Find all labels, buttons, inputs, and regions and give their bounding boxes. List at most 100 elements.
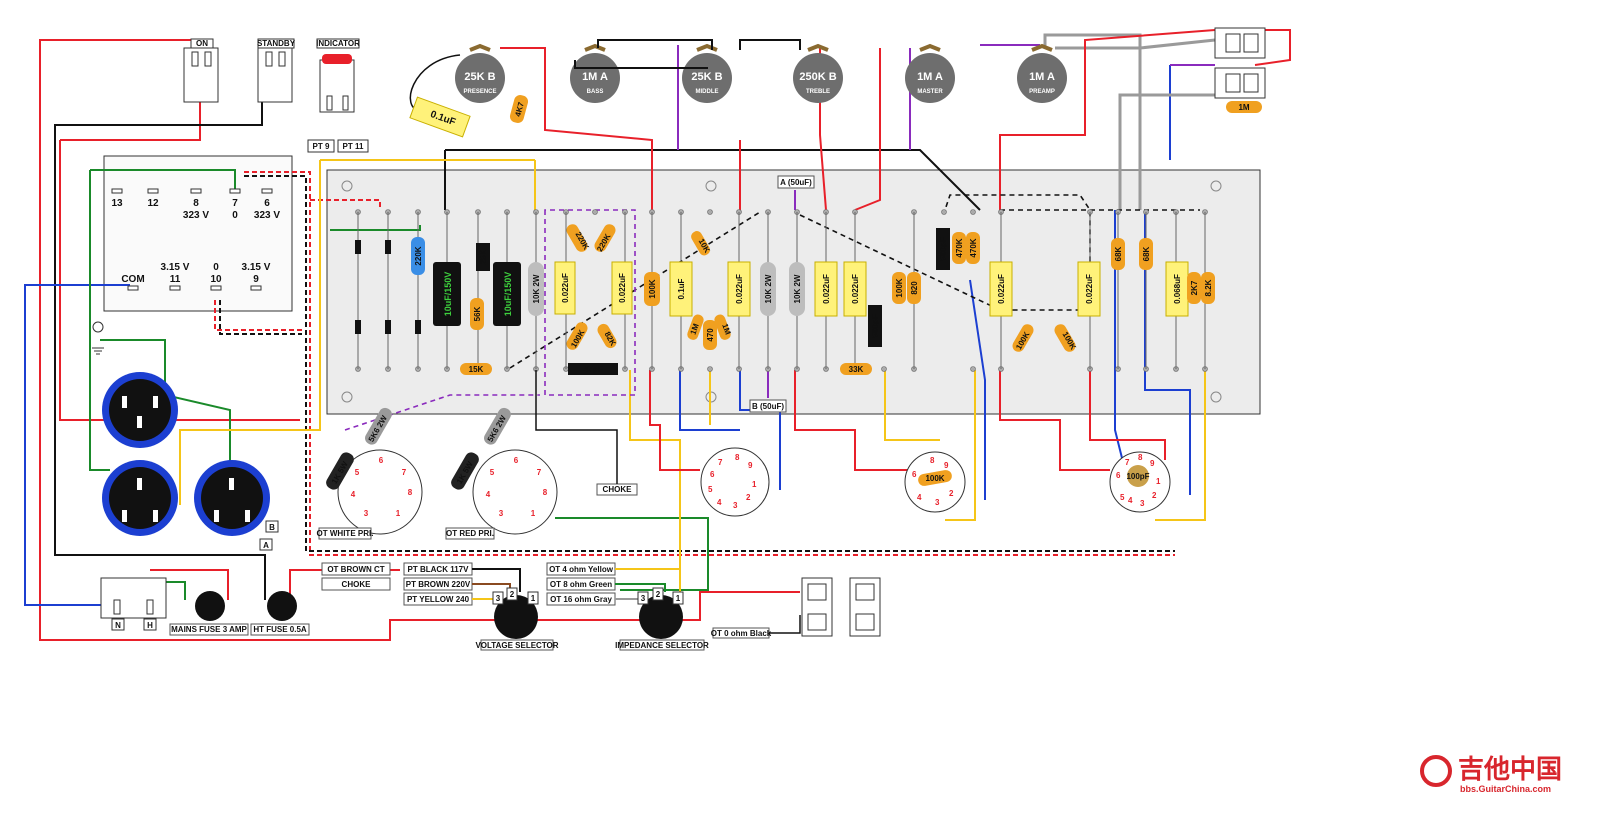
pot-middle-value: 25K B: [691, 71, 722, 83]
label-choke: CHOKE: [603, 485, 633, 494]
svg-text:3: 3: [935, 498, 940, 507]
cap-500pf-b: 500pF: [936, 228, 950, 270]
tap-com: COM: [121, 274, 144, 285]
svg-text:4: 4: [917, 493, 922, 502]
tap-7-voltage: 0: [232, 210, 238, 221]
res-4k7: 4K7: [509, 95, 529, 123]
heater-wires: [214, 171, 1175, 556]
watermark-logo: 吉他中国 bbs.GuitarChina.com: [1420, 755, 1562, 794]
isel-3: 3: [641, 594, 646, 603]
switch-on-label: ON: [196, 39, 208, 48]
pot-bass[interactable]: 1M A BASS: [570, 43, 620, 103]
switch-standby[interactable]: STANDBY: [257, 38, 296, 103]
cap-500pf-a: 500pF: [868, 305, 882, 347]
label-ot0: OT 0 ohm Black: [711, 629, 772, 638]
filter-cap-labels: A (50uF) B (50uF): [749, 175, 815, 413]
pot-treble[interactable]: 250K B TREBLE: [793, 43, 843, 103]
tap-12: 12: [147, 198, 159, 209]
res-2k7-label: 2K7: [1190, 280, 1199, 295]
res-10k-2w-c-label: 10K 2W: [793, 274, 802, 303]
res-470k-b-label: 470K: [969, 238, 978, 257]
iec-inlet[interactable]: N H: [100, 577, 167, 631]
impedance-selector[interactable]: 3 2 1 IMPEDANCE SELECTOR: [615, 587, 709, 651]
cap-0022-b-label: 0.022uF: [618, 273, 627, 303]
svg-text:7: 7: [402, 468, 407, 477]
res-820-label: 820: [910, 281, 919, 295]
res-10k-2w-c: 10K 2W: [789, 262, 805, 316]
svg-text:4: 4: [486, 490, 491, 499]
svg-text:1: 1: [752, 480, 757, 489]
cap-0022-d-label: 0.022uF: [822, 274, 831, 304]
tap-6: 6: [264, 198, 270, 209]
res-82k-b-label: 8.2K: [1204, 279, 1213, 296]
speaker-jacks[interactable]: OT 0 ohm Black: [711, 577, 881, 639]
label-ot-white: OT WHITE PRI.: [317, 529, 374, 538]
res-68k-a-label: 68K: [1114, 246, 1123, 261]
res-10k-2w-b: 10K 2W: [760, 262, 776, 316]
pot-middle-name: MIDDLE: [696, 89, 719, 95]
svg-text:8: 8: [408, 488, 413, 497]
pot-presence[interactable]: 25K B PRESENCE: [455, 43, 505, 103]
label-pt-black: PT BLACK 117V: [408, 565, 470, 574]
svg-text:4: 4: [1128, 496, 1133, 505]
res-4k7-label: 4K7: [513, 101, 526, 118]
cap-47pf-label: 47pF: [584, 365, 603, 374]
res-100k-b-label: 100K: [648, 279, 657, 298]
cap-0022-d: 0.022uF: [814, 261, 838, 317]
cap-10uf-b: 10uF/150V: [493, 262, 521, 326]
socket-labels: OT WHITE PRI. OT RED PRI. CHOKE: [317, 483, 638, 540]
ct-labels: OT BROWN CT CHOKE: [321, 562, 391, 591]
svg-text:7: 7: [537, 468, 542, 477]
tap-6-voltage: 323 V: [254, 210, 280, 221]
ht-fuse[interactable]: HT FUSE 0.5A: [250, 591, 310, 636]
label-choke-2: CHOKE: [342, 580, 372, 589]
cap-b-label: B (50uF): [752, 402, 784, 411]
pot-presence-value: 25K B: [464, 71, 495, 83]
isel-2: 2: [656, 590, 661, 599]
pot-master-value: 1M A: [917, 71, 943, 83]
socket-v1: 78 96 54 32 1: [700, 447, 770, 517]
pot-middle[interactable]: 25K B MIDDLE: [682, 43, 732, 103]
svg-text:2: 2: [746, 493, 751, 502]
label-n: N: [115, 621, 121, 630]
speaker-ground-wire: [769, 615, 801, 634]
cap-0068: 0.068uF: [1165, 261, 1189, 317]
cap-a-label: A (50uF): [780, 178, 812, 187]
res-33k: 33K: [840, 363, 872, 375]
cap-10uf-b-label: 10uF/150V: [503, 272, 513, 317]
label-pt-brown: PT BROWN 220V: [406, 580, 471, 589]
svg-text:5: 5: [708, 485, 713, 494]
res-220k-vertical: 220K: [411, 237, 425, 275]
res-100k-b: 100K: [644, 272, 660, 306]
transformer-taps: 13 12 8 7 6 323 V 0 323 V 3.15 V 0 3.15 …: [111, 188, 280, 291]
res-1m-b: 1M: [714, 314, 733, 340]
label-ot-brown-ct: OT BROWN CT: [327, 565, 384, 574]
input-jacks[interactable]: [1214, 27, 1266, 99]
board-components: 10uF/150V 10uF/150V 220K 25K 56K 15K 10K…: [411, 224, 1215, 375]
cap-0022-c: 0.022uF: [727, 261, 751, 317]
res-15k-label: 15K: [469, 365, 484, 374]
pot-preamp[interactable]: 1M A PREAMP: [1017, 43, 1067, 103]
res-2k7: 2K7: [1187, 272, 1201, 304]
tap-7: 7: [232, 198, 238, 209]
svg-text:3: 3: [364, 509, 369, 518]
res-10k: 10K: [691, 231, 712, 256]
mains-fuse[interactable]: MAINS FUSE 3 AMP: [169, 591, 249, 636]
pot-master[interactable]: 1M A MASTER: [905, 43, 955, 103]
svg-text:3: 3: [1140, 499, 1145, 508]
res-1m-b-label: 1M: [720, 322, 732, 336]
res-82k: 82K: [597, 323, 618, 349]
voltage-selector[interactable]: 3 2 1 VOLTAGE SELECTOR: [475, 587, 559, 651]
voltage-selector-labels: PT BLACK 117V PT BROWN 220V PT YELLOW 24…: [403, 562, 473, 606]
res-25k: 25K: [476, 243, 490, 271]
switch-on[interactable]: ON: [183, 38, 219, 103]
res-68k-a: 68K: [1111, 238, 1125, 270]
svg-text:2: 2: [1152, 491, 1157, 500]
svg-text:9: 9: [748, 461, 753, 470]
svg-text:6: 6: [710, 470, 715, 479]
res-10k-2w-a-label: 10K 2W: [532, 274, 541, 303]
cap-500pf-a-label: 500pF: [871, 314, 880, 337]
